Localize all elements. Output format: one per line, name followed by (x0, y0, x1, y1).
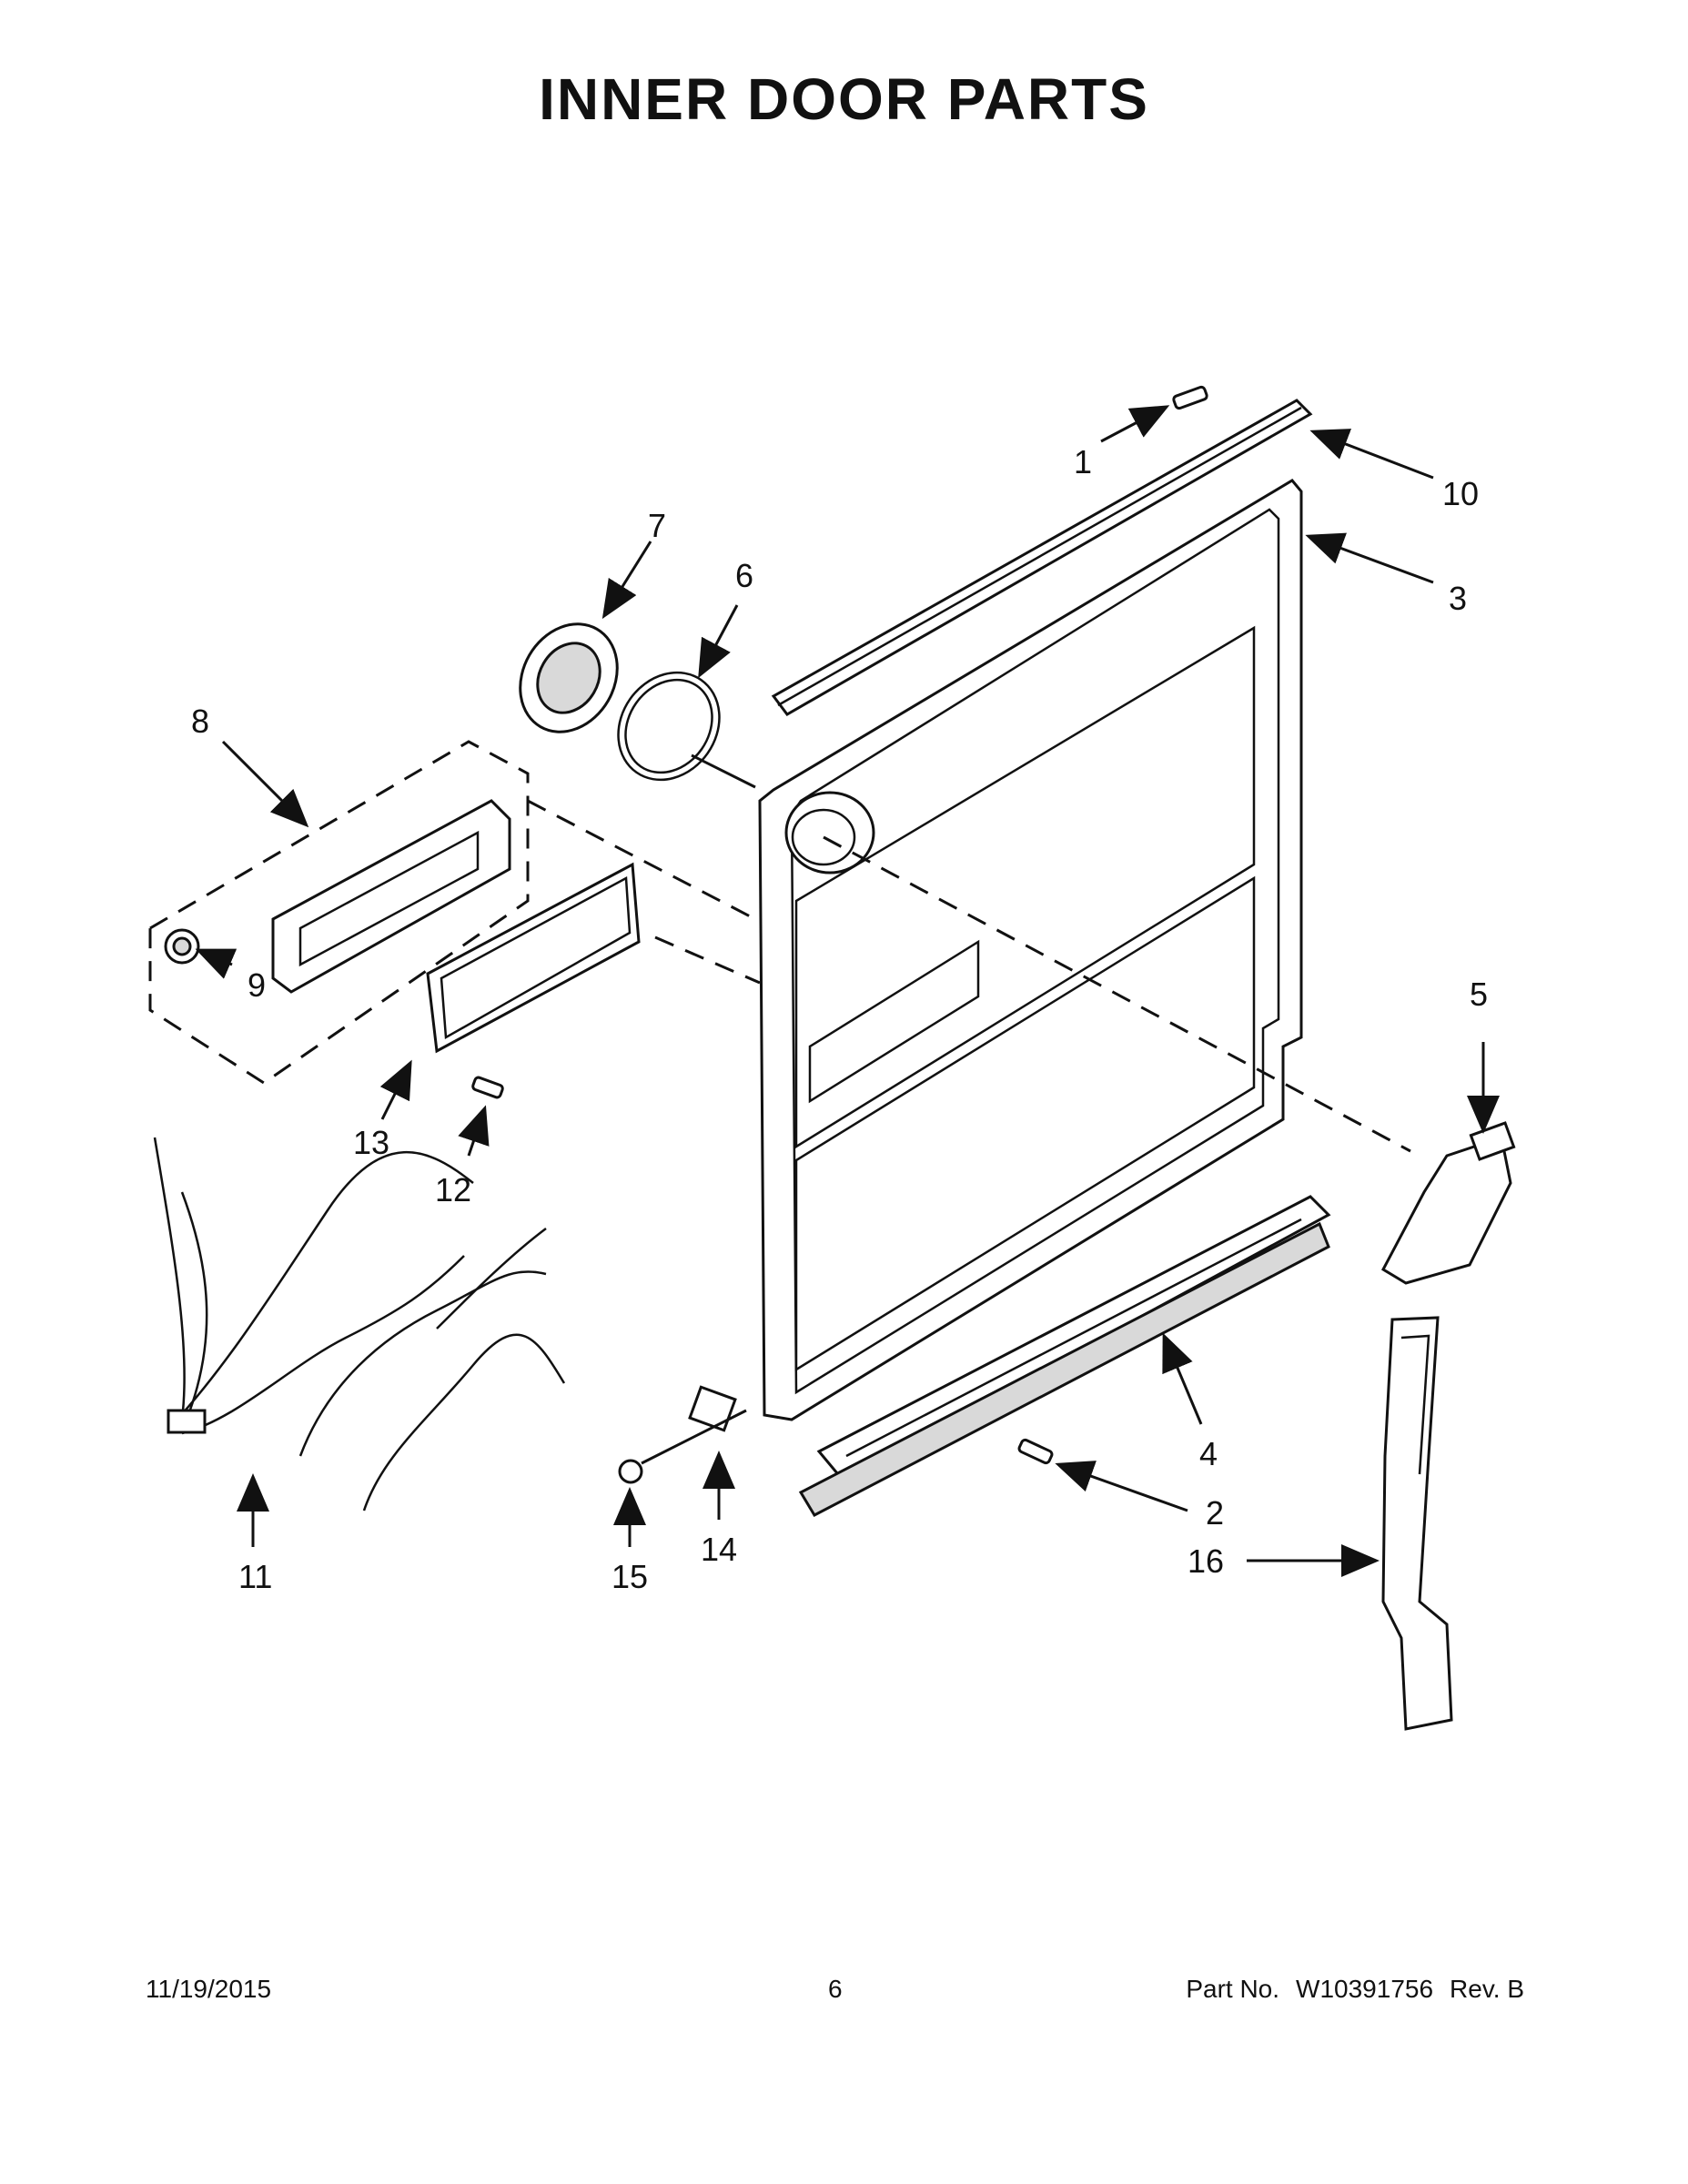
control-housing-assembly (148, 740, 530, 1085)
wire-harness (153, 1137, 566, 1512)
callout-10: 10 (1442, 475, 1479, 512)
callout-1: 1 (1074, 443, 1092, 480)
bottom-vent-trim (798, 1195, 1331, 1517)
vent-duct (1381, 1121, 1516, 1285)
callout-12: 12 (435, 1171, 471, 1208)
inner-door-panel (758, 479, 1303, 1421)
callout-8: 8 (191, 703, 209, 740)
callout-13: 13 (353, 1124, 389, 1161)
gasket-ring (617, 671, 721, 782)
screw-1 (1172, 385, 1208, 410)
callout-7: 7 (648, 507, 666, 544)
callout-16: 16 (1188, 1542, 1224, 1580)
vent-tube (1381, 1316, 1453, 1731)
callout-9: 9 (248, 966, 266, 1004)
part-number: W10391756 (1296, 1975, 1434, 2003)
plate-gasket (426, 862, 641, 1054)
callout-5: 5 (1470, 976, 1488, 1013)
callout-15: 15 (612, 1558, 648, 1595)
top-rail-strip (771, 399, 1313, 716)
footer-part-info: Part No. W10391756 Rev. B (1169, 1975, 1524, 2004)
callout-4: 4 (1199, 1435, 1218, 1472)
callout-2: 2 (1206, 1494, 1224, 1532)
screw-12 (471, 1076, 504, 1099)
page-title: INNER DOOR PARTS (539, 66, 1149, 132)
callout-3: 3 (1449, 580, 1467, 617)
callout-11: 11 (238, 1558, 272, 1595)
screw-15 (618, 1409, 747, 1484)
clip-14 (688, 1385, 737, 1432)
revision: Rev. B (1450, 1975, 1524, 2003)
dispenser-cap (519, 622, 619, 733)
footer-page-number: 6 (828, 1975, 843, 2003)
callout-6: 6 (735, 557, 753, 594)
screw-2 (1017, 1438, 1054, 1465)
callout-14: 14 (701, 1531, 737, 1568)
part-label: Part No. (1186, 1975, 1280, 2003)
footer-date: 11/19/2015 (146, 1975, 272, 2003)
knob-9 (164, 928, 200, 965)
